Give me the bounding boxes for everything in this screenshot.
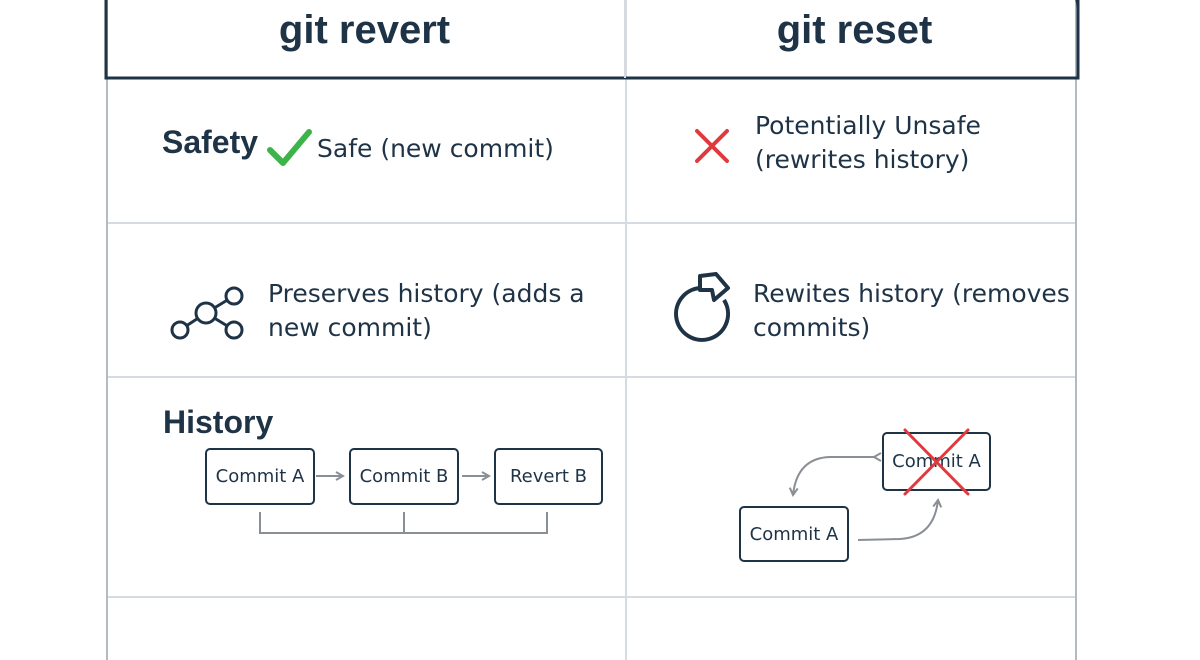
revert-history-text-line2: new commit) xyxy=(268,313,432,342)
column-divider xyxy=(625,0,627,660)
revert-node-commit-b: Commit B xyxy=(349,448,459,505)
comparison-table xyxy=(106,0,1077,660)
row-divider xyxy=(108,222,1075,224)
reset-history-text-line2: commits) xyxy=(753,313,871,342)
cross-icon xyxy=(695,129,729,163)
revert-node-commit-a: Commit A xyxy=(205,448,315,505)
revert-safety-text: Safe (new commit) xyxy=(317,134,554,163)
column-title-git-revert: git revert xyxy=(278,8,451,52)
rotate-arrow-icon xyxy=(674,272,730,342)
reset-safety-text-line2: (rewrites history) xyxy=(755,145,970,174)
commit-graph-icon xyxy=(170,286,244,340)
revert-history-connectors xyxy=(259,0,1200,541)
check-icon xyxy=(267,129,312,166)
revert-history-text-line1: Preserves history (adds a xyxy=(268,279,585,308)
reset-history-text-line1: Rewites history (removes xyxy=(753,279,1070,308)
removed-cross-icon xyxy=(903,428,970,496)
revert-node-revert-b: Revert B xyxy=(494,448,603,505)
row-divider xyxy=(108,596,1075,598)
column-title-git-reset: git reset xyxy=(776,8,933,52)
reset-node-commit-a: Commit A xyxy=(739,506,849,562)
reset-safety-text-line1: Potentially Unsafe xyxy=(755,111,981,140)
row-label-history: History xyxy=(163,404,274,440)
row-divider xyxy=(108,376,1075,378)
row-label-safety: Safety xyxy=(162,124,259,160)
header-frame xyxy=(104,0,1080,80)
